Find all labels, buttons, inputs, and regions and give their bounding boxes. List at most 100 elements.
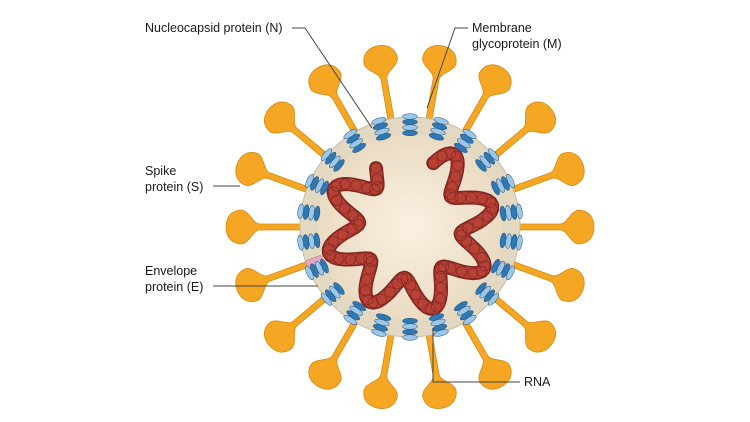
label-leader-lines [213, 27, 520, 383]
rna-coil-ring [370, 162, 382, 174]
spike-protein [422, 329, 457, 409]
membrane-protein [428, 313, 449, 337]
rna-coil-ring [333, 253, 345, 265]
label-membrane-line1: Membrane [472, 21, 532, 35]
membrane-protein [320, 282, 345, 306]
rna-coil-ring [339, 178, 351, 190]
label-spike-line2: protein (S) [145, 180, 204, 194]
rna-coil-ring [472, 217, 484, 229]
rna-coil-ring [481, 210, 493, 222]
rna-coil-ring [404, 279, 417, 291]
membrane-protein [491, 173, 515, 196]
label-membrane-line2: glycoprotein (M) [472, 37, 562, 51]
rna-coil-ring [477, 193, 489, 205]
rna-coil-ring [447, 192, 459, 204]
rna-coil-ring [434, 293, 446, 305]
rna-coil-ring [475, 265, 488, 277]
leader-rna [432, 328, 520, 383]
spike-protein [308, 64, 361, 139]
rna-coil-ring [450, 151, 462, 163]
rna-coil-ring [454, 192, 466, 204]
rna-coil-ring [352, 219, 364, 231]
rna-coil-ring [437, 260, 450, 273]
rna-coil-ring [452, 159, 464, 171]
rna-coil-ring [484, 197, 497, 209]
rna-coil-ring [400, 273, 413, 285]
spike-protein [263, 101, 333, 163]
rna-coil-ring [462, 222, 474, 234]
rna-coil-ring [346, 223, 358, 235]
membrane-proteins [297, 113, 523, 341]
membrane-protein [454, 129, 477, 153]
spike-protein [363, 45, 398, 125]
spike-protein [263, 291, 333, 353]
membrane-protein [491, 258, 515, 281]
rna-coil-ring [331, 194, 343, 206]
rna-coil-ring [327, 186, 340, 198]
membrane-protein [402, 317, 418, 341]
label-membrane: Membrane glycoprotein (M) [472, 20, 562, 52]
spike-protein [507, 259, 585, 302]
rna-coil-ring [455, 226, 468, 238]
rna-coil-ring [330, 180, 342, 192]
leader-nucleocapsid [292, 27, 373, 129]
rna-coil-ring [344, 253, 356, 266]
rna-coil-ring [371, 181, 384, 193]
membrane-protein [371, 313, 392, 337]
membrane-protein [475, 148, 500, 172]
membrane-protein [454, 301, 477, 325]
rna-coil-ring [361, 293, 373, 306]
rna-coil-ring [436, 150, 448, 162]
rna-coil-ring [365, 255, 377, 268]
rna-coil-ring [384, 286, 396, 298]
rna-coil-ring [359, 285, 371, 297]
membrane-protein [305, 258, 329, 281]
spike-protein [459, 315, 512, 390]
label-rna: RNA [524, 375, 551, 389]
rna-coil-ring [476, 251, 488, 264]
rna-coil-ring [355, 253, 367, 265]
rna-coil-ring [465, 191, 477, 204]
spike-protein [459, 64, 512, 139]
rna-coil-ring [350, 179, 362, 191]
spike-protein [487, 291, 557, 353]
membrane-protein [499, 203, 523, 222]
rna-coil-ring [347, 210, 359, 222]
spike-protein [308, 315, 361, 390]
spike-protein [363, 329, 398, 409]
rna-coil-ring [449, 171, 462, 183]
membrane-protein [297, 232, 321, 251]
spike-protein [422, 45, 457, 125]
rna-coil-ring [460, 235, 472, 247]
membrane-protein [343, 129, 366, 153]
rna-coil-ring [444, 147, 457, 159]
spike-protein [225, 209, 306, 245]
rna-coil-ring [325, 249, 337, 261]
rna-coil-ring [367, 296, 379, 309]
label-envelope-line1: Envelope [145, 264, 198, 278]
membrane-protein [320, 148, 345, 172]
spike-protein [507, 152, 585, 195]
rna-coil-ring [371, 173, 383, 185]
spike-proteins [225, 45, 595, 409]
rna-coil-ring [417, 298, 429, 310]
rna-coil-ring [391, 277, 403, 290]
rna-coil-ring [479, 260, 491, 272]
membrane-protein [475, 282, 500, 306]
membrane-protein [499, 232, 523, 251]
membrane-protein [402, 113, 418, 137]
rna-coil-ring [434, 263, 447, 275]
spike-protein [235, 259, 313, 302]
rna-coil-ring [375, 293, 387, 306]
rna-coil-ring [434, 270, 446, 282]
rna-coil-ring [455, 265, 468, 277]
spike-protein [487, 101, 557, 163]
rna-coil-ring [444, 188, 456, 200]
label-spike-line1: Spike [145, 164, 177, 178]
rna-coil-ring [468, 243, 481, 255]
rna-coil [321, 146, 500, 316]
membrane-protein [371, 117, 392, 141]
rna-coil-ring [338, 203, 351, 215]
label-envelope-line2: protein (E) [145, 280, 204, 294]
